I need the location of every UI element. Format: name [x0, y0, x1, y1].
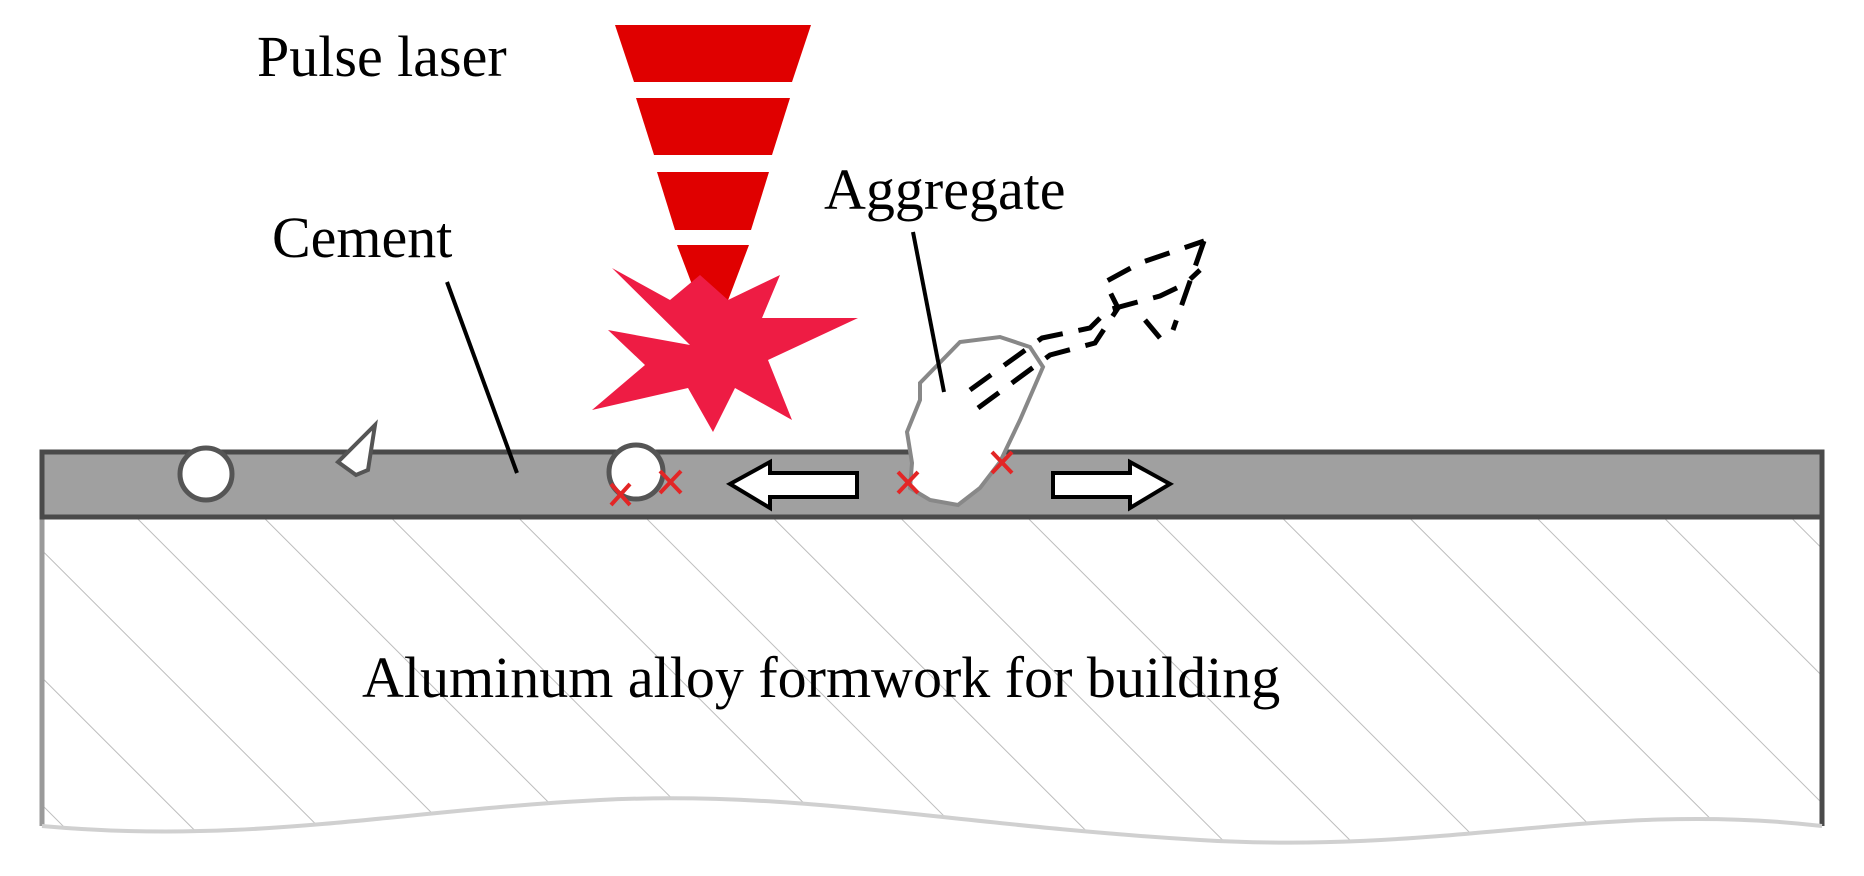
- crack-marks: [609, 450, 1014, 507]
- substrate-label: Aluminum alloy formwork for building: [362, 645, 1280, 710]
- crack-mark-icon: [658, 469, 683, 495]
- cement-leader-line: [445, 281, 519, 474]
- right-arrow-icon: [1051, 458, 1175, 512]
- pulse-laser-beam: [615, 25, 811, 340]
- crack-mark-icon: [896, 470, 920, 495]
- aluminum-formwork-substrate: [39, 515, 1825, 845]
- left-arrow-icon: [725, 458, 859, 512]
- substrate-bottom-wave: [41, 796, 1823, 845]
- burst-icon: [592, 268, 858, 432]
- ejected-aggregate-trajectory: [968, 238, 1207, 411]
- substrate-hatching: [42, 515, 1822, 843]
- cement-label: Cement: [272, 205, 452, 270]
- pore-triangle: [334, 419, 378, 478]
- crack-mark-icon: [990, 450, 1014, 475]
- crack-mark-icon: [609, 482, 632, 507]
- aggregate-label: Aggregate: [824, 157, 1066, 222]
- pulse-laser-label: Pulse laser: [257, 24, 507, 89]
- pore-circle-left: [177, 445, 235, 503]
- aggregate-leader-line: [911, 231, 946, 393]
